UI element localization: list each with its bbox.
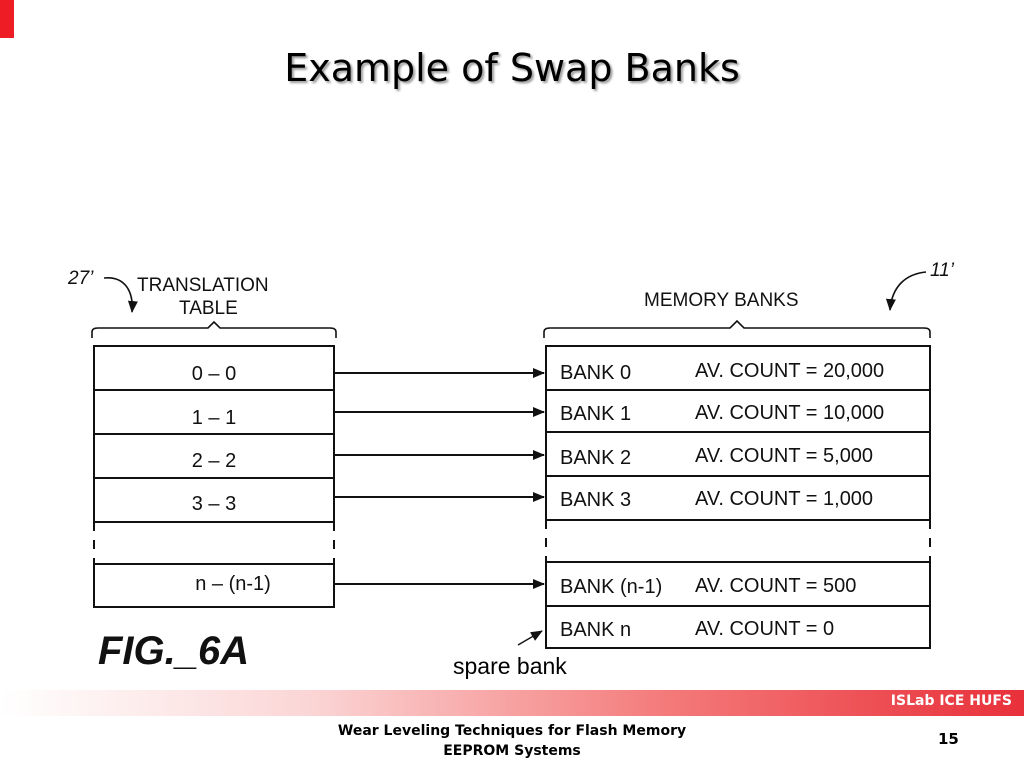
bank-name: BANK n (560, 619, 631, 641)
translation-table: 0 – 0 1 – 1 2 – 2 3 – 3 n – (n-1) (93, 345, 335, 608)
bank-av-count: AV. COUNT = 5,000 (695, 445, 873, 467)
footer-brand: ISLab ICE HUFS (890, 693, 1012, 709)
translation-table-header-line2: TABLE (179, 298, 238, 319)
corner-accent-mark (0, 0, 14, 38)
memory-banks-table: BANK 0 AV. COUNT = 20,000 BANK 1 AV. COU… (545, 345, 931, 649)
bank-name: BANK 2 (560, 447, 631, 469)
translation-table-brace (91, 320, 337, 338)
table-row: n – (n-1) (195, 573, 271, 595)
bank-name: BANK 0 (560, 362, 631, 384)
bank-av-count: AV. COUNT = 10,000 (695, 402, 884, 424)
footer-course-line1: Wear Leveling Techniques for Flash Memor… (337, 723, 687, 739)
figure-label: FIG._6A (98, 629, 249, 673)
table-row: 2 – 2 (192, 450, 236, 472)
table-row: 0 – 0 (192, 363, 236, 385)
spare-bank-label: spare bank (453, 653, 567, 679)
bank-av-count: AV. COUNT = 500 (695, 575, 856, 597)
bank-av-count: AV. COUNT = 0 (695, 618, 834, 640)
bank-name: BANK 3 (560, 489, 631, 511)
footer-course-title: Wear Leveling Techniques for Flash Memor… (300, 721, 724, 761)
memory-banks-ref: 11’ (930, 260, 955, 281)
slide-title: Example of Swap Banks (284, 46, 740, 90)
footer-course-line2: EEPROM Systems (443, 743, 581, 759)
memory-banks-header: MEMORY BANKS (644, 290, 799, 311)
translation-ref-leader (103, 277, 138, 313)
table-row: 3 – 3 (192, 493, 236, 515)
translation-table-header-line1: TRANSLATION (137, 275, 269, 296)
page-number: 15 (938, 730, 959, 748)
spare-bank-pointer (517, 630, 543, 646)
bank-name: BANK 1 (560, 403, 631, 425)
table-row: 1 – 1 (192, 407, 236, 429)
mapping-arrows (334, 368, 545, 589)
bank-av-count: AV. COUNT = 1,000 (695, 488, 873, 510)
memory-ref-leader (885, 271, 927, 311)
memory-banks-brace (543, 319, 931, 338)
bank-av-count: AV. COUNT = 20,000 (695, 360, 884, 382)
bank-name: BANK (n-1) (560, 576, 662, 598)
translation-table-ref: 27’ (67, 268, 94, 289)
footer-bar: ISLab ICE HUFS (0, 690, 1024, 716)
